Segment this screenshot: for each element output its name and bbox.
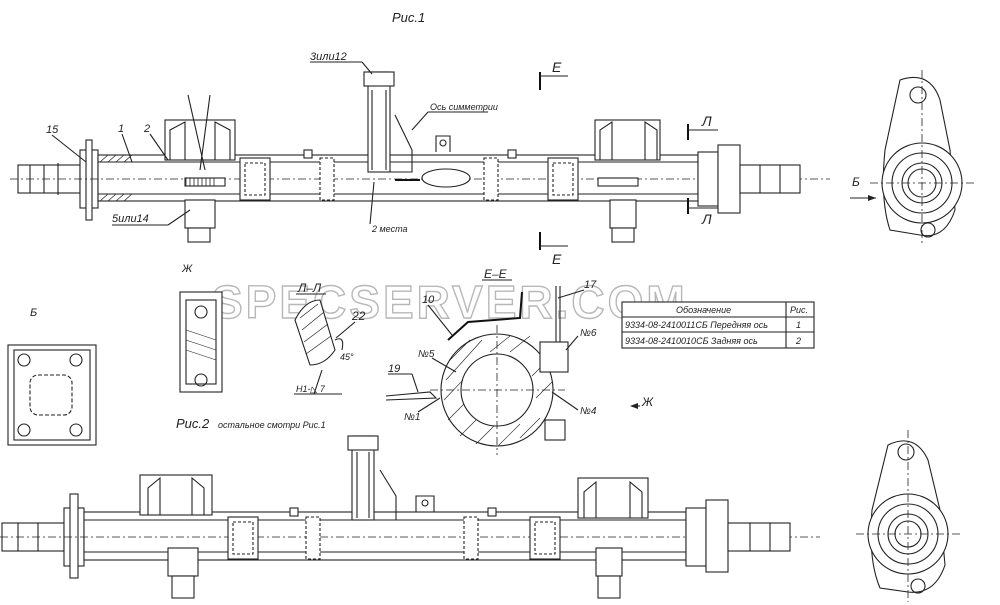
fig2-note: остальное смотри Рис.1 bbox=[218, 420, 326, 430]
fig1-mounting-plates bbox=[239, 157, 579, 201]
fig1-lug bbox=[435, 135, 451, 152]
section-e-top: Е bbox=[552, 59, 562, 75]
callout-two-places: 2 места bbox=[371, 224, 407, 234]
ee-pipe bbox=[447, 291, 523, 341]
fig1-left-spring-seat bbox=[164, 94, 236, 243]
section-ee-detail: Е–Е 17 10 19 №5 №1 №6 №4 bbox=[385, 267, 654, 455]
fig1-title: Рис.1 bbox=[392, 10, 425, 25]
callout-15: 15 bbox=[46, 124, 59, 136]
fig1-right-spindle bbox=[739, 164, 801, 194]
section-ee-title: Е–Е bbox=[484, 267, 508, 281]
view-zh-title: Ж bbox=[181, 263, 193, 275]
callout-10: 10 bbox=[422, 294, 435, 306]
fig2-center-bracket bbox=[347, 435, 397, 521]
fig1-center-bracket bbox=[363, 71, 420, 181]
callout-22: 22 bbox=[351, 309, 366, 323]
table-row-fig: 2 bbox=[795, 336, 801, 346]
fig2-left-spring-seat bbox=[139, 474, 213, 599]
callout-n4: №4 bbox=[580, 406, 597, 417]
designation-table: Обозначение Рис. 9334-08-2410011СБ Перед… bbox=[621, 301, 815, 349]
angle-label: 45° bbox=[340, 352, 354, 362]
view-b-title: Б bbox=[30, 307, 37, 319]
callout-19: 19 bbox=[388, 363, 400, 375]
callout-n5: №5 bbox=[418, 349, 435, 360]
callout-axis-symmetry: Ось симметрии bbox=[430, 102, 498, 112]
view-zh-detail: Ж bbox=[179, 263, 223, 393]
fig2-title: Рис.2 bbox=[176, 416, 210, 431]
callout-n1: №1 bbox=[404, 412, 420, 423]
callout-2: 2 bbox=[143, 123, 150, 135]
callout-1: 1 bbox=[118, 123, 124, 135]
table-header-designation: Обозначение bbox=[676, 305, 731, 315]
callout-17: 17 bbox=[584, 279, 597, 291]
callout-3or12: 3или12 bbox=[310, 51, 347, 63]
view-b-arrow-label: Б bbox=[852, 175, 860, 189]
section-e-bottom: Е bbox=[552, 251, 562, 267]
fig1-right-hub bbox=[697, 151, 719, 207]
table-row-fig: 1 bbox=[796, 320, 801, 330]
table-row-designation: 9334-08-2410011СБ Передняя ось bbox=[625, 320, 768, 330]
table-row-designation: 9334-08-2410010СБ Задняя ось bbox=[625, 336, 758, 346]
weld-note: Н1-◺ 7 bbox=[296, 384, 326, 394]
fig1-oval-boss bbox=[421, 168, 471, 188]
table-header-fig: Рис. bbox=[790, 305, 808, 315]
fig2-side-view bbox=[856, 430, 962, 602]
fig1-side-view: Б bbox=[850, 70, 975, 245]
watermark-text: SPECSERVER.COM bbox=[212, 276, 688, 328]
fig1-axle: Рис.1 bbox=[10, 10, 830, 267]
callout-5or14: 5или14 bbox=[112, 213, 149, 225]
view-zh-arrow-label: Ж bbox=[641, 395, 654, 409]
fig1-right-spring-seat bbox=[594, 119, 661, 243]
section-ll-detail: Л–Л 22 45° Н1-◺ 7 bbox=[294, 281, 366, 395]
fig2-axle: Рис.2 остальное смотри Рис.1 bbox=[0, 416, 820, 599]
section-l-top: Л bbox=[701, 113, 712, 129]
fig2-right-spindle bbox=[727, 522, 791, 552]
section-l-bottom: Л bbox=[701, 211, 712, 227]
view-b-detail: Б bbox=[7, 307, 97, 446]
callout-n6: №6 bbox=[580, 328, 597, 339]
fig2-right-spring-seat bbox=[577, 477, 649, 599]
section-ll-title: Л–Л bbox=[297, 281, 322, 295]
fig2-mounting-plates bbox=[227, 516, 561, 560]
